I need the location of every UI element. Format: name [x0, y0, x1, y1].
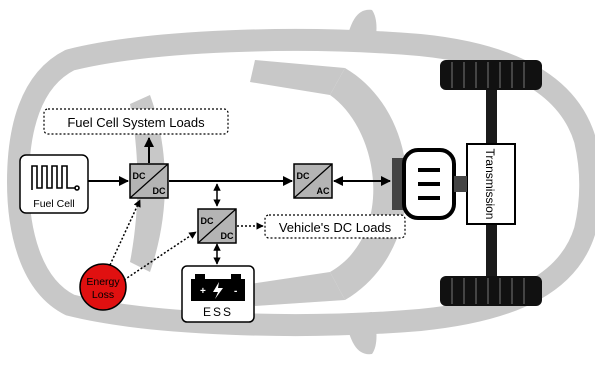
electric-motor-icon [392, 148, 467, 220]
fuel-cell-system-loads-label: Fuel Cell System Loads [67, 115, 205, 130]
svg-text:+: + [200, 286, 206, 297]
svg-text:-: - [234, 286, 237, 297]
a-pillar-top [250, 60, 345, 95]
transmission-box: Transmission [466, 143, 516, 225]
svg-text:DC: DC [297, 171, 310, 181]
energy-loss-node: Energy Loss [79, 263, 127, 311]
battery-icon: + - [191, 274, 245, 301]
dcdc-converter-ess: DC DC [197, 208, 237, 244]
fuel-cell-icon [31, 165, 80, 191]
svg-text:DC: DC [133, 171, 146, 181]
ess-block: + - ESS [181, 265, 255, 323]
svg-text:DC: DC [201, 216, 214, 226]
svg-text:DC: DC [153, 186, 166, 196]
vehicle-dc-loads-label: Vehicle's DC Loads [279, 220, 392, 235]
ess-label: ESS [203, 305, 233, 319]
svg-text:AC: AC [317, 186, 330, 196]
svg-text:Loss: Loss [92, 289, 114, 301]
wheel-icon [440, 60, 542, 90]
fuel-cell-system-loads-box: Fuel Cell System Loads [43, 108, 229, 135]
mirror-top [345, 9, 377, 52]
front-windshield [330, 68, 407, 300]
fuel-cell-block: Fuel Cell [19, 154, 89, 214]
mirror-bottom [345, 312, 377, 355]
svg-text:DC: DC [221, 231, 234, 241]
vehicle-dc-loads-box: Vehicle's DC Loads [264, 214, 406, 239]
svg-text:Energy: Energy [86, 276, 120, 288]
dcac-inverter: DC AC [293, 163, 333, 199]
connections [88, 137, 391, 281]
dcdc-converter-main: DC DC [129, 163, 169, 199]
fuel-cell-label: Fuel Cell [33, 198, 74, 210]
a-pillar-bottom [250, 272, 345, 306]
wheel-icon [440, 276, 542, 306]
transmission-label: Transmission [483, 149, 497, 220]
